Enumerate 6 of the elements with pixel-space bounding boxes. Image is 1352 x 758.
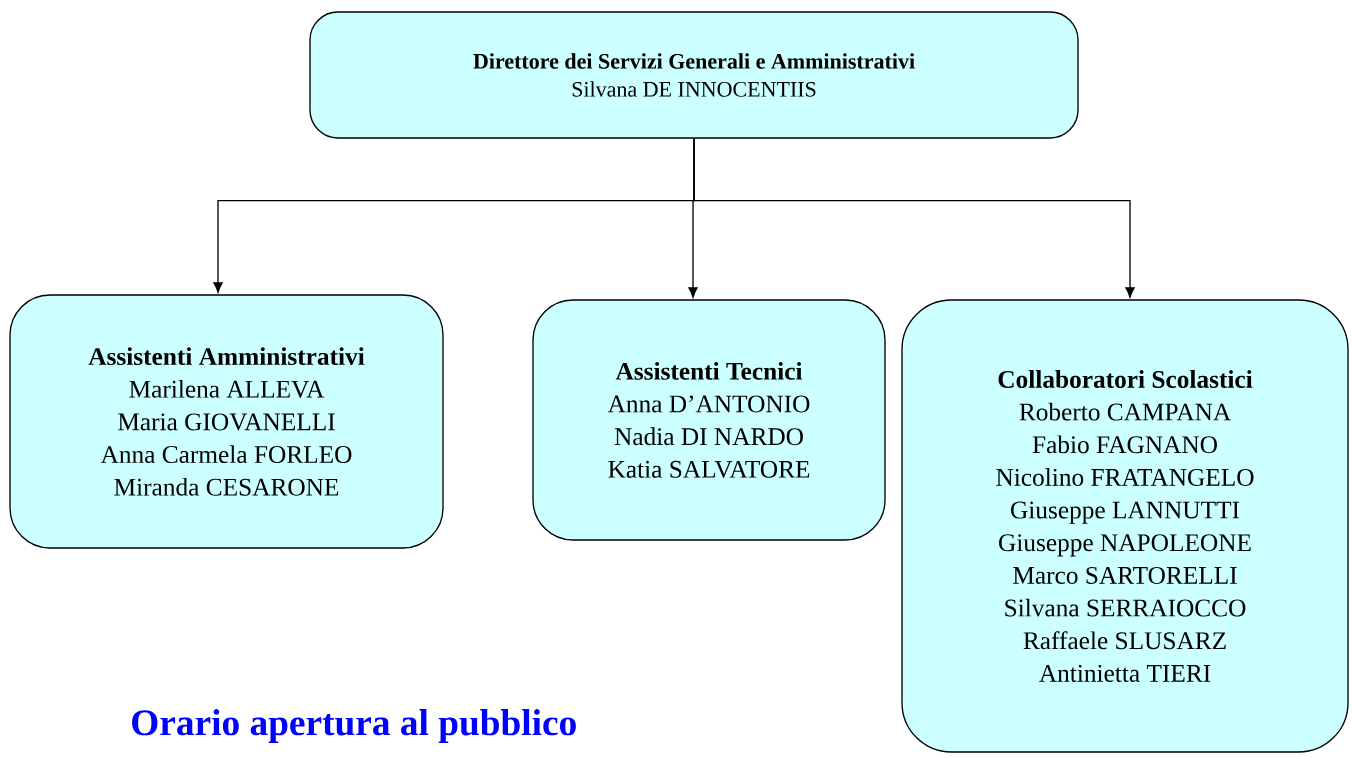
arrow	[693, 138, 1135, 298]
org-box: Collaboratori Scolastici Roberto CAMPANA Fabio FAGNANO Nicolino FRATANGELO Giuseppe LANNUTTI Giuseppe NAPOLEONE Marco SARTORELLI Silvana SERRAIOCCO Raffaele SLUSARZ Antinietta TIERI	[901, 299, 1349, 753]
org-box: Direttore dei Servizi Generali e Amministrativi Silvana DE INNOCENTIIS	[309, 11, 1079, 139]
heading: Orario apertura al pubblico	[132, 709, 576, 743]
org-box: Assistenti Amministrativi Marilena ALLEVA Maria GIOVANELLI Anna Carmela FORLEO Miranda CESARONE	[9, 294, 444, 549]
org-box: Assistenti Tecnici Anna D’ANTONIO Nadia DI NARDO Katia SALVATORE	[532, 299, 886, 541]
